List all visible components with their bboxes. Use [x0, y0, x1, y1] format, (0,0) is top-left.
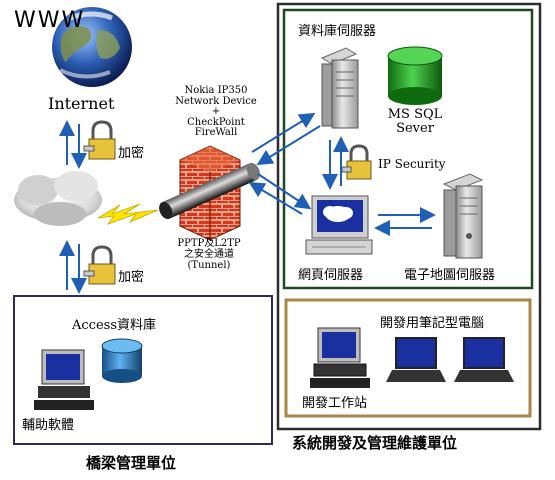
laptops-label: 開發用筆記型電腦: [380, 316, 485, 331]
globe-icon: [52, 7, 132, 87]
tunnel-label: PPTP及L2TP 之安全通道 (Tunnel): [166, 238, 252, 271]
left-unit-label: 橋梁管理單位: [86, 454, 177, 472]
left-unit-frame: [13, 295, 273, 445]
tunnel-label-line1: PPTP及L2TP: [177, 238, 241, 249]
lock-icon: [83, 245, 116, 285]
arrow-db-server-to-firewall: [256, 125, 321, 166]
firewall-label-line4: CheckPoint: [187, 116, 245, 128]
laptop-icon: [454, 337, 514, 382]
access-database-icon: [101, 338, 143, 383]
encrypt-label-top: 加密: [118, 146, 145, 161]
ip-security-label: IP Security: [378, 157, 446, 171]
map-server-label: 電子地圖伺服器: [404, 268, 496, 283]
lock-icon: [83, 120, 116, 160]
tunnel-label-line3: (Tunnel): [187, 260, 231, 271]
dev-group-frame: [284, 298, 532, 418]
support-software-label: 輔助軟體: [22, 418, 75, 433]
ms-sql-database-icon: [387, 46, 443, 105]
db-server-tower-icon: [320, 47, 359, 129]
ms-sql-label: MS SQL Sever: [382, 108, 448, 136]
right-unit-frame: [276, 2, 542, 431]
firewall-icon: [159, 145, 261, 241]
lightning-icon: [97, 203, 159, 225]
www-label: WWW: [14, 8, 86, 33]
arrow-web-server-to-firewall: [248, 181, 303, 215]
arrow-firewall-to-web-server: [257, 173, 312, 210]
tunnel-label-line2: 之安全通道: [184, 249, 234, 260]
encrypt-label-bottom: 加密: [118, 270, 145, 285]
db-server-title: 資料庫伺服器: [298, 24, 377, 39]
web-server-computer-icon: [305, 195, 373, 255]
access-db-label: Access資料庫: [72, 318, 156, 333]
support-computer-icon: [34, 349, 94, 410]
laptop-icon: [386, 337, 446, 382]
arrow-firewall-to-db-server: [251, 112, 316, 153]
firewall-label-line1: Nokia IP350: [184, 85, 248, 96]
lock-icon: [341, 144, 372, 180]
cloud-icon: [14, 171, 102, 226]
map-server-tower-icon: [442, 173, 484, 259]
firewall-label: Nokia IP350 Network Device + CheckPoint …: [168, 85, 264, 139]
internet-label: Internet: [48, 94, 115, 113]
workstation-computer-icon: [310, 327, 370, 388]
ms-sql-label-line1: MS SQL: [387, 107, 443, 122]
firewall-label-line3: +: [211, 106, 221, 117]
right-unit-label: 系統開發及管理維護單位: [292, 434, 458, 452]
firewall-label-line5: FireWall: [194, 127, 238, 138]
web-server-label: 網頁伺服器: [298, 268, 364, 283]
ms-sql-label-line2: Sever: [396, 121, 434, 136]
firewall-label-line2: Network Device: [175, 95, 257, 107]
workstation-label: 開發工作站: [302, 396, 368, 411]
